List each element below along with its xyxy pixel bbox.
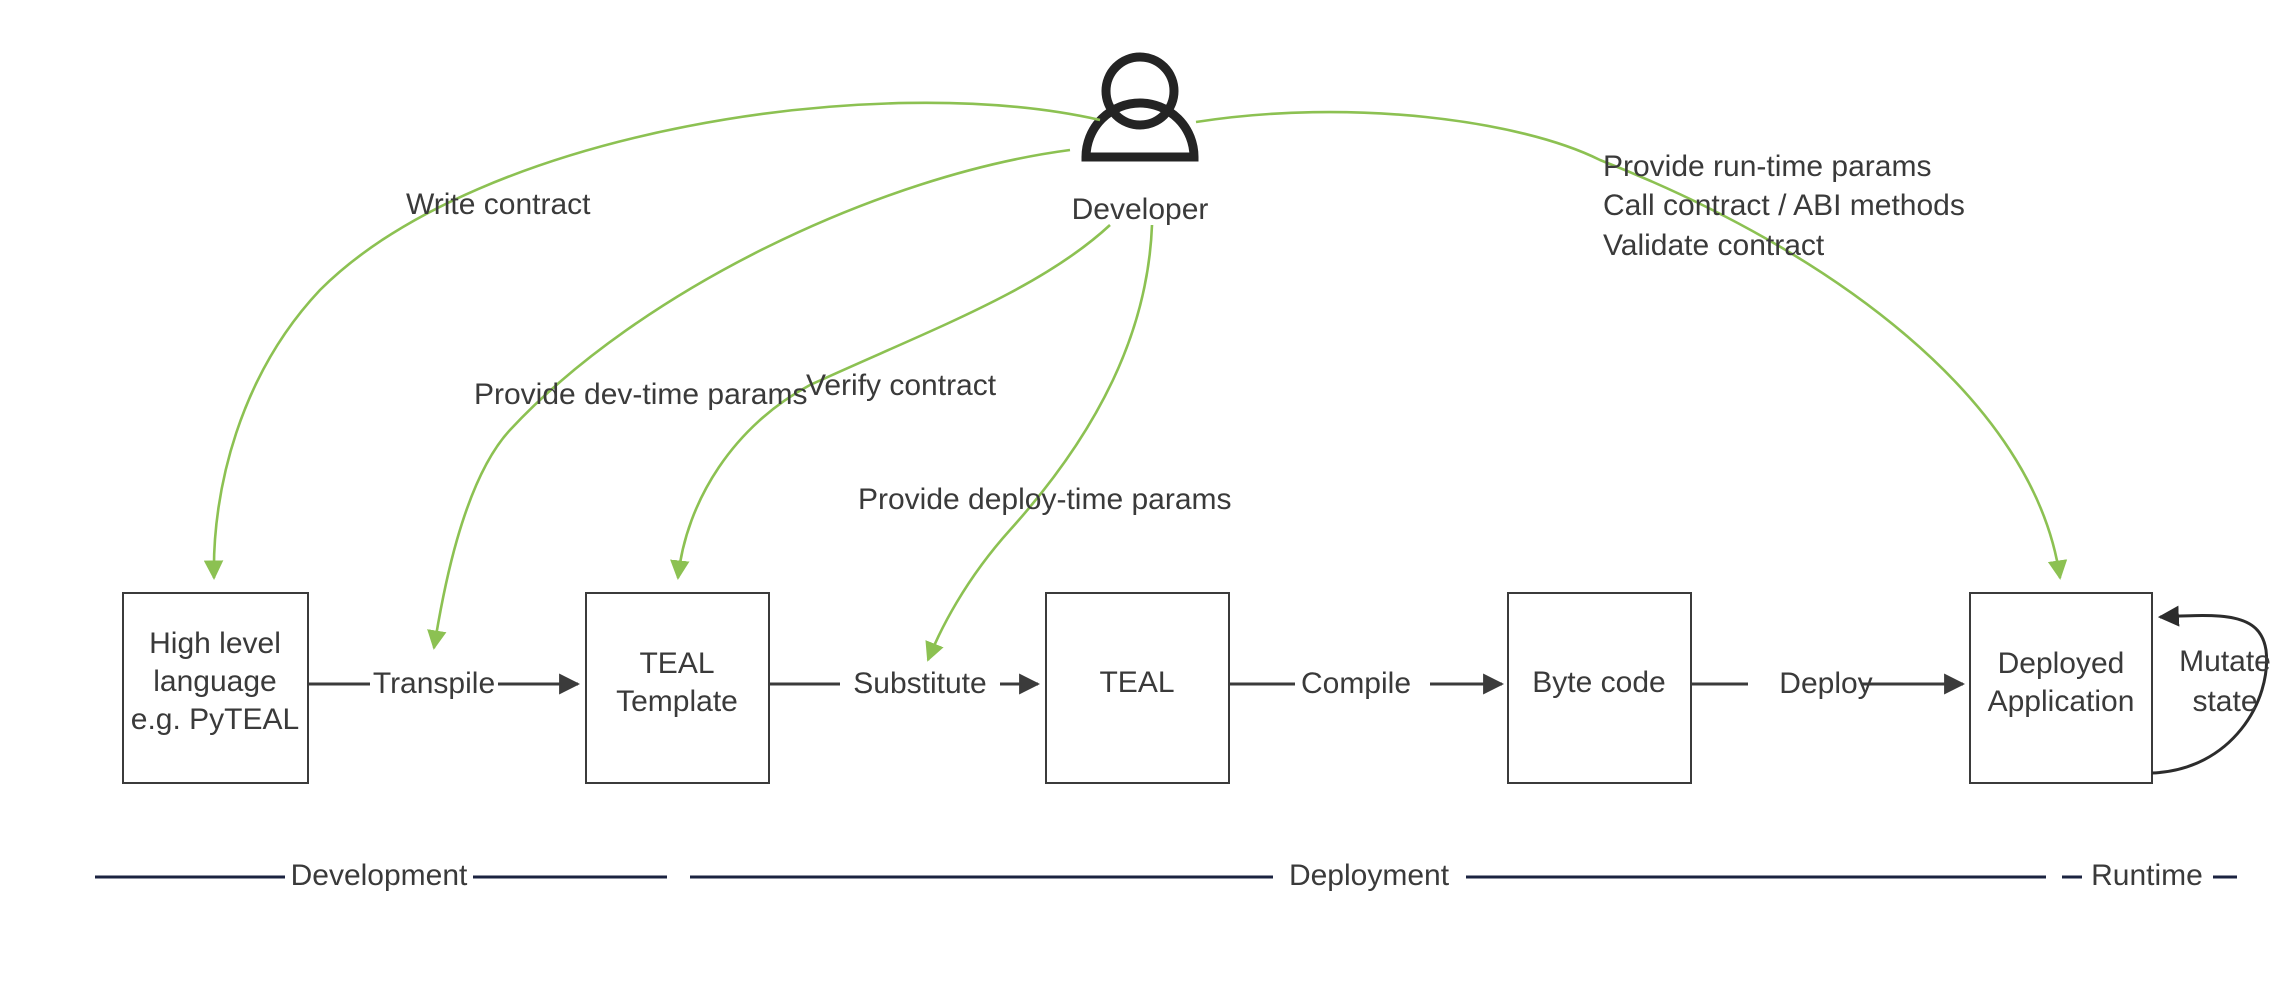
node-deployed-application[interactable]: Deployed Application [1969,592,2153,784]
person-icon-body [1081,98,1199,162]
node-label-line: Byte code [1532,666,1665,699]
actor-developer: Developer [1072,52,1209,226]
runtime-action-line-1: Provide run-time params [1603,150,1931,183]
node-label-line: TEAL [639,647,714,680]
phase-label: Deployment [1289,859,1450,892]
node-teal[interactable]: TEAL [1045,592,1230,784]
actor-edge-write-contract [203,101,1101,580]
flow-edge-label-transpile: Transpile [373,667,495,700]
actor-edge-verify-contract [670,224,1111,580]
flow-edge-deploy: Deploy [1690,667,1966,700]
node-teal-template[interactable]: TEAL Template [585,592,770,784]
phase-label: Development [291,859,468,892]
node-byte-code[interactable]: Byte code [1507,592,1692,784]
actor-label: Developer [1072,193,1209,226]
flow-edge-label-deploy: Deploy [1779,667,1872,700]
node-label-line: Application [1988,685,2135,718]
actor-edge-provide-dev-time-params [427,148,1071,650]
node-label-line: e.g. PyTEAL [131,703,299,736]
phase-runtime: Runtime [2062,859,2237,892]
flow-edge-label-compile: Compile [1301,667,1411,700]
actor-edge-label-provide-deploy-time-params: Provide deploy-time params [858,483,1232,516]
node-label-line: language [153,665,276,698]
actor-edge-provide-deploy-time-params [925,224,1154,662]
runtime-action-line-3: Validate contract [1603,229,1825,262]
phase-development: Development [95,859,667,892]
self-loop-label-line: state [2192,685,2257,718]
flow-edge-transpile: Transpile [308,667,581,700]
self-loop-label-line: Mutate [2179,645,2271,678]
actor-edge-label-provide-dev-time-params: Provide dev-time params [474,378,807,411]
flow-edge-label-substitute: Substitute [853,667,986,700]
node-label-line: Deployed [1998,647,2125,680]
person-icon-head [1101,52,1179,130]
flow-edge-substitute: Substitute [768,667,1041,700]
actor-edge-label-write-contract: Write contract [406,188,591,221]
flow-edge-compile: Compile [1228,667,1505,700]
runtime-actions-label-block: Provide run-time params Call contract / … [1603,150,1965,262]
actor-edge-runtime-actions [1195,110,2068,580]
node-label-line: High level [149,627,281,660]
phase-deployment: Deployment [690,859,2046,892]
mutate-state-arc [2151,605,2269,775]
phase-label: Runtime [2091,859,2203,892]
node-high-level-language[interactable]: High level language e.g. PyTEAL [122,592,309,784]
runtime-action-line-2: Call contract / ABI methods [1603,189,1965,222]
self-loop-mutate-state: Mutate state [2151,605,2271,775]
actor-edge-label-verify-contract: Verify contract [806,369,997,402]
node-label-line: Template [616,685,738,718]
node-label-line: TEAL [1099,666,1174,699]
